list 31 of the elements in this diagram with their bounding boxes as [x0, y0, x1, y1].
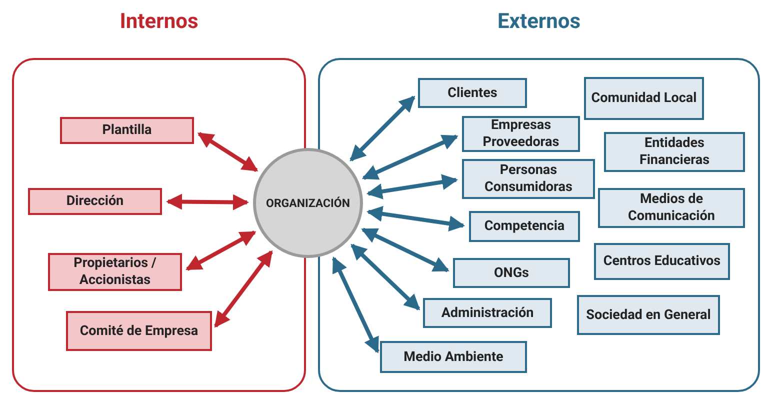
center-circle	[253, 148, 363, 258]
stakeholder-box: Centros Educativos	[594, 243, 730, 280]
stakeholder-box: Medio Ambiente	[380, 341, 527, 373]
stakeholder-box: Propietarios / Accionistas	[48, 253, 182, 291]
double-arrow	[332, 256, 380, 354]
double-arrow	[361, 228, 450, 272]
stakeholder-box: Clientes	[418, 78, 527, 108]
stakeholder-box: Administración	[423, 298, 552, 328]
double-arrow	[350, 96, 416, 162]
double-arrow	[366, 174, 458, 200]
stakeholder-box: Entidades Financieras	[604, 132, 745, 172]
double-arrow	[350, 244, 420, 310]
stakeholder-box: Empresas Proveedoras	[462, 116, 580, 152]
stakeholder-box: Comunidad Local	[584, 77, 704, 120]
stakeholder-box: Competencia	[469, 211, 580, 242]
double-arrow	[166, 194, 249, 210]
circle-label: ORGANIZACIÓN	[266, 196, 350, 210]
panel-heading: Internos	[118, 10, 200, 34]
double-arrow	[366, 206, 466, 232]
stakeholder-box: Plantilla	[60, 117, 194, 144]
stakeholder-box: Personas Consumidoras	[462, 159, 595, 199]
double-arrow	[197, 132, 258, 172]
double-arrow	[214, 250, 273, 328]
stakeholder-box: Dirección	[28, 188, 162, 215]
panel-heading: Externos	[496, 10, 582, 34]
stakeholder-box: Medios de Comunicación	[598, 188, 745, 228]
stakeholder-box: ONGs	[453, 258, 570, 288]
double-arrow	[362, 134, 458, 180]
stakeholder-box: Comité de Empresa	[66, 311, 212, 351]
double-arrow	[186, 230, 256, 271]
stakeholder-box: Sociedad en General	[577, 295, 720, 335]
